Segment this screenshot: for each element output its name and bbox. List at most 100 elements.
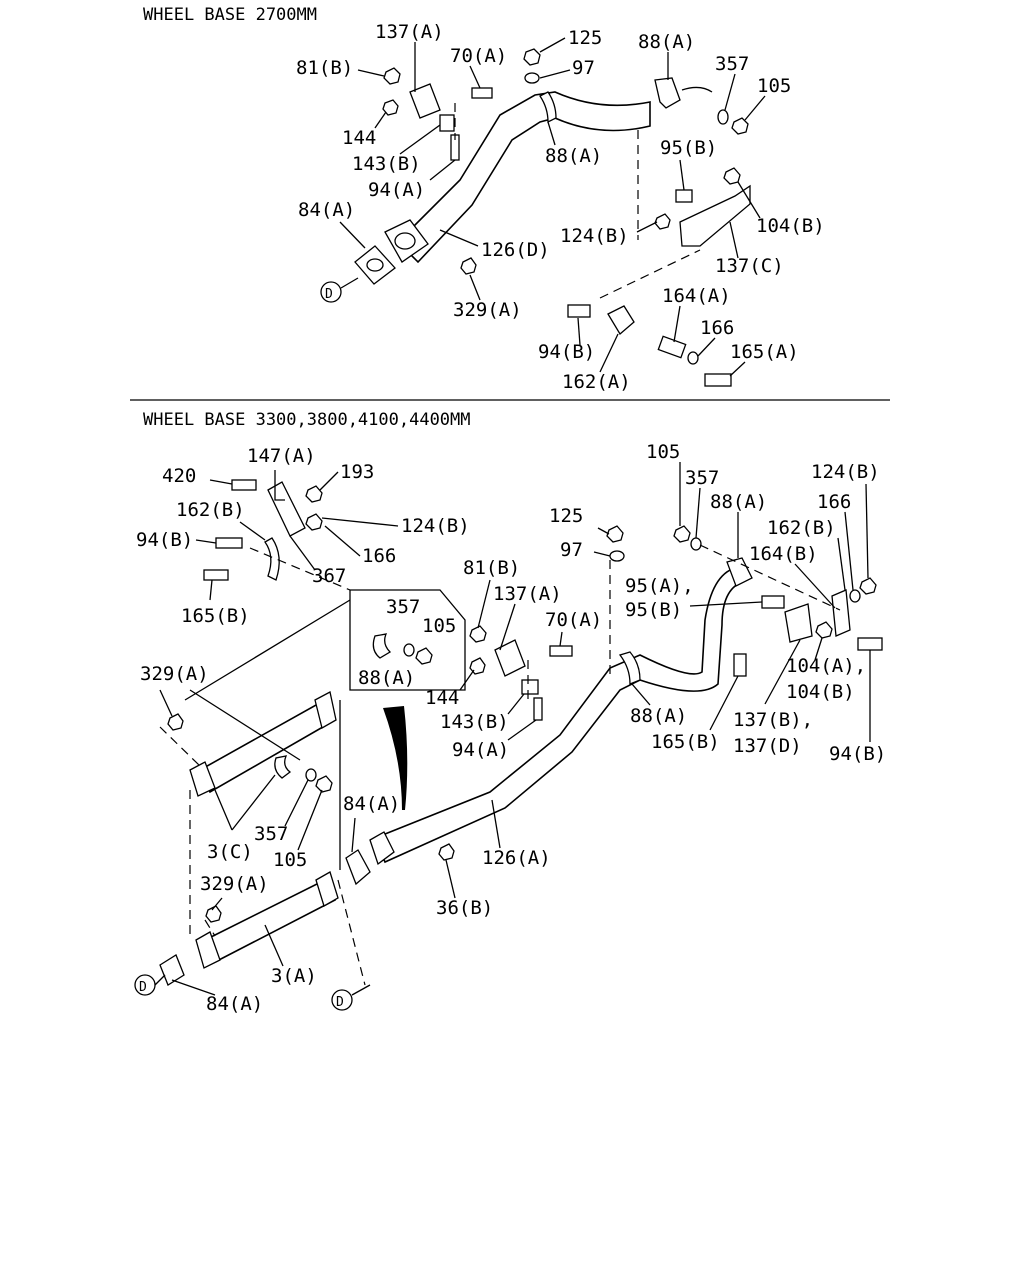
nut-105	[731, 117, 749, 135]
clamp-88a-box	[372, 633, 392, 659]
callout: 329(A)	[453, 299, 522, 321]
bolt-165b-l	[203, 569, 229, 581]
leader	[297, 789, 323, 851]
callout: 420	[162, 465, 196, 487]
callout: 70(A)	[450, 45, 507, 67]
bottom-callouts: 147(A) 105 124(B) 420 193 357 166 162(B)…	[136, 441, 886, 1015]
callout: 105	[273, 849, 307, 871]
callout: 105	[757, 75, 791, 97]
gasket-84a-mid	[345, 849, 371, 886]
leader	[374, 111, 387, 129]
nut-36b	[438, 843, 455, 861]
callout: 104(B)	[786, 681, 855, 703]
leader	[837, 537, 846, 591]
bracket-137b	[784, 603, 813, 643]
flange-hole	[394, 232, 416, 250]
callout: 367	[312, 565, 346, 587]
callout: 36(B)	[436, 897, 493, 919]
leader	[865, 483, 869, 579]
callout: 94(B)	[538, 341, 595, 363]
callout: 84(A)	[343, 793, 400, 815]
callout: 97	[572, 57, 595, 79]
connector-d-top-label: D	[325, 287, 333, 302]
callout: 162(B)	[176, 499, 245, 521]
leader	[593, 551, 611, 557]
washer-357-box	[403, 643, 415, 657]
leader	[324, 525, 361, 557]
washer-97	[524, 72, 540, 84]
nut-144	[382, 99, 399, 116]
nut-81b-mid	[469, 625, 487, 643]
callout: 88(A)	[545, 145, 602, 167]
leader	[499, 603, 516, 651]
leader	[209, 479, 233, 485]
leader	[844, 511, 854, 591]
washer-166-r	[849, 589, 861, 603]
callout: 88(A)	[638, 31, 695, 53]
leader	[636, 221, 658, 233]
leader	[764, 639, 801, 705]
rubber-mount-144	[439, 114, 455, 132]
callout: 329(A)	[140, 663, 209, 685]
leader	[339, 221, 366, 249]
callout: 95(A),	[625, 575, 694, 597]
leader	[340, 277, 359, 289]
callout: 95(B)	[625, 599, 682, 621]
callout: 193	[340, 461, 374, 483]
leader	[507, 719, 537, 741]
leader	[737, 181, 761, 219]
bolt-70a	[471, 87, 493, 99]
leader	[673, 305, 681, 343]
callout: 124(B)	[560, 225, 629, 247]
callout: 88(A)	[710, 491, 767, 513]
pipe-flange	[369, 831, 395, 866]
leader	[597, 527, 610, 535]
detail-box	[349, 589, 466, 691]
leader	[729, 361, 746, 377]
bolt-95-r	[761, 595, 785, 609]
bottom-exhaust-assembly	[134, 479, 883, 1011]
leader	[814, 637, 823, 661]
leader	[491, 799, 501, 849]
leader	[477, 579, 491, 629]
callout: 125	[549, 505, 583, 527]
clamp-88a-rear	[654, 77, 681, 109]
leader	[469, 274, 481, 301]
pipe-end-curve	[681, 86, 713, 93]
nut-124b	[654, 213, 671, 230]
callout: 357	[715, 53, 749, 75]
callout: 357	[685, 467, 719, 489]
leader	[577, 317, 581, 346]
mount-162a	[607, 305, 635, 335]
leader	[321, 517, 399, 527]
clamp-88a-3c	[274, 755, 292, 779]
callout: 104(A),	[786, 655, 866, 677]
gasket-84a-bottom	[159, 954, 185, 986]
sleeve-164a	[657, 335, 687, 359]
mount-162b-l	[264, 537, 280, 581]
center-line	[159, 726, 201, 767]
bolt-165b-r	[733, 653, 747, 677]
nut-105-r	[673, 525, 691, 543]
leader	[689, 601, 763, 607]
leader	[399, 124, 441, 155]
leader	[284, 779, 309, 827]
connector-d-left-label: D	[139, 980, 147, 995]
leader	[264, 924, 284, 967]
leader	[559, 631, 563, 647]
callout: 147(A)	[247, 445, 316, 467]
bracket-137c	[679, 184, 751, 247]
callout: 137(B),	[733, 709, 813, 731]
connector-d-top	[320, 281, 342, 303]
callout: 165(B)	[651, 731, 720, 753]
nut-105-box	[415, 647, 433, 665]
callout: 165(B)	[181, 605, 250, 627]
rubber-mount-144-mid	[521, 679, 539, 695]
leader	[697, 337, 716, 357]
callout: 165(A)	[730, 341, 799, 363]
leader	[695, 487, 701, 539]
leader	[239, 521, 266, 541]
leader	[171, 979, 216, 996]
